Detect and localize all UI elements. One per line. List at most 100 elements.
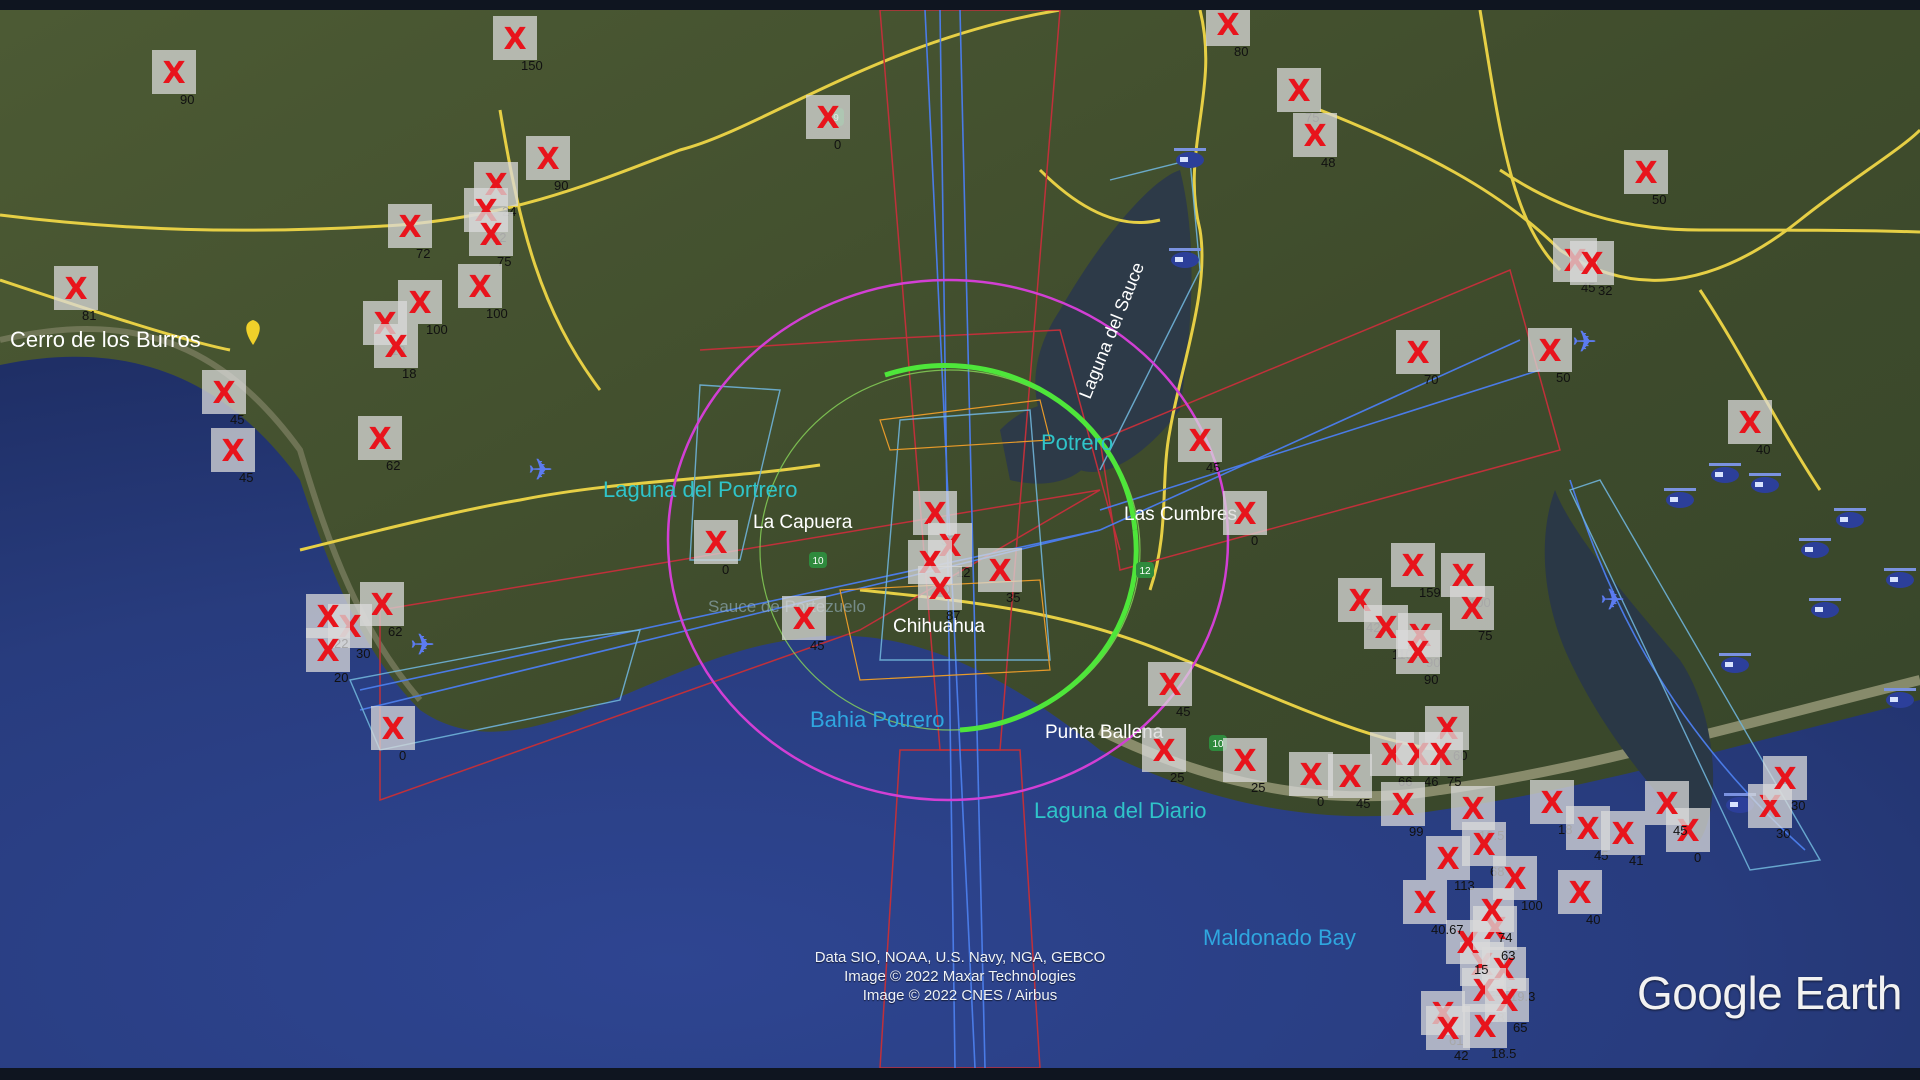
obstacle-marker[interactable]: 45: [782, 596, 826, 653]
obstacle-marker[interactable]: 30: [1748, 784, 1792, 841]
x-mark-icon: [1381, 782, 1425, 826]
marker-value: 30: [1791, 798, 1805, 813]
airspace-boundaries: [349, 159, 1822, 871]
orange-zone: [879, 399, 1051, 451]
marker-value: 0: [1694, 850, 1701, 865]
marker-value: 45: [230, 412, 244, 427]
x-mark-icon: [1178, 418, 1222, 462]
laguna-del-diario-east: [1544, 490, 1714, 840]
marker-value: 62: [388, 624, 402, 639]
obstacle-marker[interactable]: 40: [1558, 870, 1602, 927]
obstacle-marker[interactable]: 0: [806, 95, 850, 152]
marker-value: 45: [1673, 823, 1687, 838]
obstacle-marker[interactable]: 45: [1645, 781, 1689, 838]
label-laguna-del-diario: Laguna del Diario: [1034, 798, 1206, 823]
attribution-line: Data SIO, NOAA, U.S. Navy, NGA, GEBCO: [814, 949, 1106, 966]
label-potrero: Potrero: [1041, 430, 1113, 455]
obstacle-marker[interactable]: 45: [211, 428, 255, 485]
obstacle-marker[interactable]: 50: [1624, 150, 1668, 207]
obstacle-marker[interactable]: 45: [202, 370, 246, 427]
obstacle-marker[interactable]: 30: [328, 604, 372, 661]
obstacle-marker[interactable]: 45: [1148, 662, 1192, 719]
obstacle-marker[interactable]: 81: [54, 266, 98, 323]
obstacle-marker[interactable]: 70: [1396, 330, 1440, 387]
obstacle-marker[interactable]: 40: [1728, 400, 1772, 457]
obstacle-marker[interactable]: 40.67: [1403, 880, 1464, 937]
marker-value: 32: [1598, 283, 1612, 298]
obstacle-marker[interactable]: 62: [358, 416, 402, 473]
obstacle-marker[interactable]: 50: [1528, 328, 1572, 385]
obstacle-marker[interactable]: 45: [1328, 754, 1372, 811]
obstacle-marker[interactable]: 75: [1419, 732, 1463, 789]
obstacle-marker[interactable]: 18.5: [1463, 1004, 1516, 1061]
x-mark-icon: [371, 706, 415, 750]
marker-value: 90: [180, 92, 194, 107]
x-mark-icon: [1528, 328, 1572, 372]
obstacle-marker[interactable]: 0: [371, 706, 415, 763]
obstacle-marker[interactable]: 45: [1178, 418, 1222, 475]
obstacle-marker[interactable]: 0: [1666, 808, 1710, 865]
obstacle-marker[interactable]: 87: [918, 566, 962, 623]
obstacle-marker[interactable]: 72: [388, 204, 432, 261]
placemark-icon[interactable]: [246, 320, 260, 345]
obstacle-marker[interactable]: 65: [1485, 978, 1529, 1035]
obstacle-marker[interactable]: 75: [1450, 586, 1494, 643]
marker-value: 45: [239, 470, 253, 485]
marker-value: 50: [1652, 192, 1666, 207]
marker-value: 75: [1478, 628, 1492, 643]
obstacle-marker[interactable]: 100: [458, 264, 508, 321]
obstacle-marker[interactable]: 25: [1142, 728, 1186, 785]
x-mark-icon: [1624, 150, 1668, 194]
roads: [0, 10, 1920, 752]
obstacle-marker[interactable]: 48: [1293, 113, 1337, 170]
obstacle-marker[interactable]: 25: [1223, 738, 1267, 795]
route-shield-label: 10: [812, 556, 824, 567]
marker-value: 75: [1447, 774, 1461, 789]
obstacle-marker[interactable]: 90: [1396, 630, 1440, 687]
obstacle-marker[interactable]: 90: [152, 50, 196, 107]
obstacle-marker[interactable]: 100: [1493, 856, 1543, 913]
attribution-line: Image © 2022 Maxar Technologies: [844, 968, 1076, 985]
marker-value: 0: [722, 562, 729, 577]
green-arc-north: [884, 363, 1138, 531]
marker-value: 0: [1317, 794, 1324, 809]
x-mark-icon: [469, 212, 513, 256]
marker-value: 87: [946, 608, 960, 623]
obstacle-marker[interactable]: 0: [1223, 491, 1267, 548]
marker-value: 99: [1409, 824, 1423, 839]
obstacle-marker[interactable]: 30: [1763, 756, 1807, 813]
marker-value: 90: [554, 178, 568, 193]
obstacle-marker[interactable]: 100: [398, 280, 448, 337]
marker-value: 45: [810, 638, 824, 653]
obstacle-marker[interactable]: 0: [694, 520, 738, 577]
obstacle-marker[interactable]: 159: [1391, 543, 1441, 600]
obstacle-marker[interactable]: 35: [978, 548, 1022, 605]
obstacle-marker[interactable]: 0: [1289, 752, 1333, 809]
obstacle-marker[interactable]: 80: [1206, 10, 1250, 59]
marker-value: 40: [1586, 912, 1600, 927]
obstacle-marker[interactable]: 90: [526, 136, 570, 193]
obstacle-marker[interactable]: 15: [1446, 920, 1490, 977]
obstacle-marker[interactable]: 150: [493, 16, 543, 73]
marker-value: 150: [521, 58, 543, 73]
obstacle-marker[interactable]: 20: [306, 628, 350, 685]
marker-value: 15: [1474, 962, 1488, 977]
obstacle-marker[interactable]: 46: [1396, 732, 1440, 789]
obstacle-marker[interactable]: 63: [1473, 906, 1517, 963]
map-view[interactable]: X: [0, 10, 1920, 1068]
marker-value: 62: [386, 458, 400, 473]
obstacle-marker[interactable]: 42: [1426, 1006, 1470, 1063]
x-mark-icon: [306, 628, 350, 672]
airport-icon: ✈: [1572, 326, 1597, 359]
obstacle-marker[interactable]: 32: [1570, 241, 1614, 298]
obstacle-marker[interactable]: 62: [360, 582, 404, 639]
obstacle-marker[interactable]: 113: [1426, 836, 1475, 893]
obstacle-marker[interactable]: 41: [1601, 811, 1645, 868]
marker-value: 45: [1356, 796, 1370, 811]
obstacle-marker[interactable]: 18: [374, 324, 418, 381]
marker-value: 159: [1419, 585, 1441, 600]
satellite-map[interactable]: X: [0, 10, 1920, 1068]
obstacle-marker[interactable]: 99: [1381, 782, 1425, 839]
airport-icon: ✈: [528, 454, 553, 487]
obstacle-marker[interactable]: 74: [1470, 888, 1514, 945]
